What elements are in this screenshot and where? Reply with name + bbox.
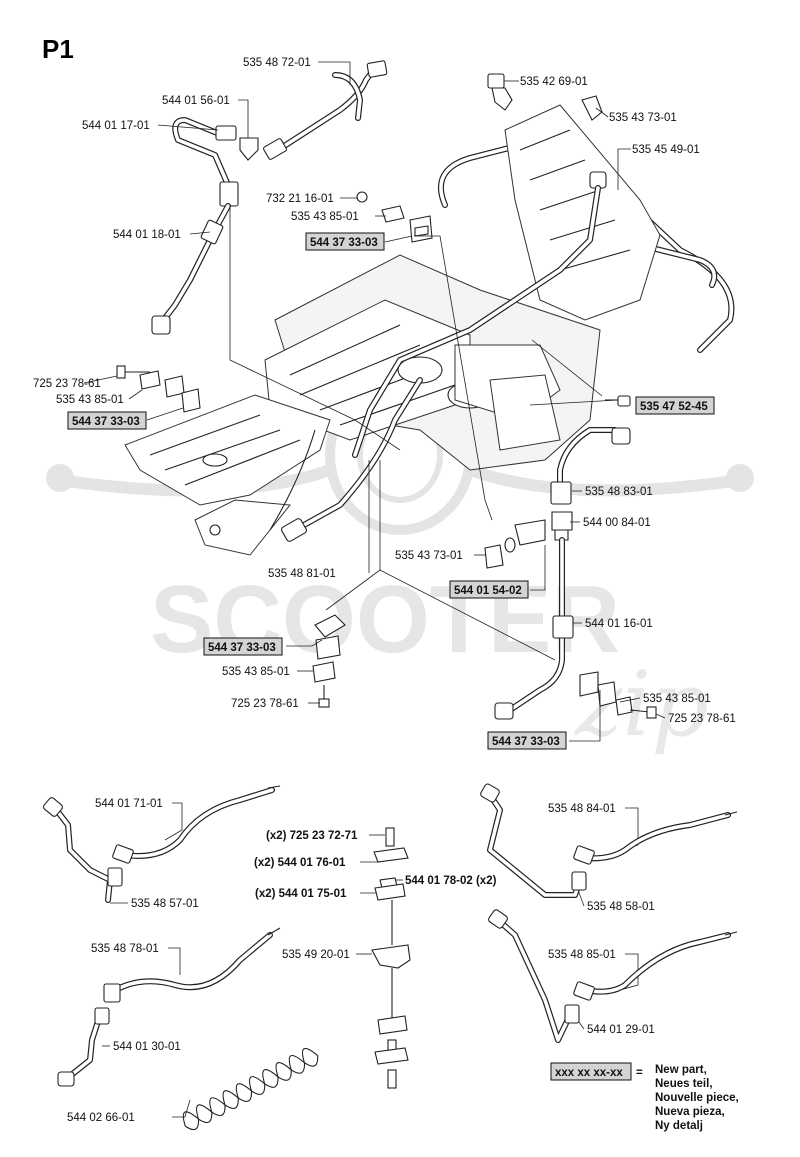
label-725-23-72-71: (x2) 725 23 72-71: [266, 830, 358, 842]
label-535-48-85-01: 535 48 85-01: [548, 949, 616, 961]
label-544-01-17-01: 544 01 17-01: [82, 120, 150, 132]
label-535-48-58-01: 535 48 58-01: [587, 901, 655, 913]
center-hardware-stack: [371, 827, 411, 1089]
bottom-left-hoses: [43, 785, 281, 1087]
label-544-01-78-02: 544 01 78-02 (x2): [405, 875, 497, 887]
label-535-49-20-01: 535 49 20-01: [282, 949, 350, 961]
legend-sample: xxx xx xx-xx: [555, 1067, 623, 1079]
label-544-01-29-01: 544 01 29-01: [587, 1024, 655, 1036]
label-544-01-30-01: 544 01 30-01: [113, 1041, 181, 1053]
watermark-script: zip: [574, 652, 709, 757]
svg-text:535 47 52-45: 535 47 52-45: [640, 401, 708, 413]
label-535-43-85-01-d: 535 43 85-01: [643, 693, 711, 705]
label-535-48-78-01: 535 48 78-01: [91, 943, 159, 955]
label-732-21-16-01: 732 21 16-01: [266, 193, 334, 205]
label-535-43-73-01-mid: 535 43 73-01: [395, 550, 463, 562]
right-side-fittings: [484, 395, 657, 720]
legend: xxx xx xx-xx = New part, Neues teil, Nou…: [550, 1062, 739, 1132]
coil-spring: [182, 1047, 319, 1131]
new-part-box-544-37-33-03-b: 544 37 33-03: [67, 411, 147, 430]
label-535-43-85-01-c: 535 43 85-01: [222, 666, 290, 678]
new-part-box-544-37-33-03-c: 544 37 33-03: [203, 637, 283, 656]
svg-text:544 37 33-03: 544 37 33-03: [492, 736, 560, 748]
middle-clamp-stack: [312, 614, 346, 708]
label-544-01-16-01: 544 01 16-01: [585, 618, 653, 630]
label-544-00-84-01: 544 00 84-01: [583, 517, 651, 529]
legend-line-5: Ny detalj: [655, 1120, 703, 1132]
page-title: P1: [42, 34, 74, 64]
label-725-23-78-61-c: 725 23 78-61: [231, 698, 299, 710]
top-fittings: [352, 73, 607, 458]
label-535-43-73-01-top: 535 43 73-01: [609, 112, 677, 124]
label-544-02-66-01: 544 02 66-01: [67, 1112, 135, 1124]
label-535-48-72-01: 535 48 72-01: [243, 57, 311, 69]
label-725-23-78-61-a: 725 23 78-61: [33, 378, 101, 390]
bottom-right-hoses: [480, 783, 738, 1043]
label-544-01-56-01: 544 01 56-01: [162, 95, 230, 107]
svg-text:544 37 33-03: 544 37 33-03: [208, 642, 276, 654]
legend-line-3: Nouvelle piece,: [655, 1092, 739, 1104]
watermark: SCOOTER zip: [46, 375, 754, 757]
label-535-45-49-01: 535 45 49-01: [632, 144, 700, 156]
legend-sample-box: [550, 1062, 632, 1081]
label-544-01-71-01: 544 01 71-01: [95, 798, 163, 810]
svg-text:544 37 33-03: 544 37 33-03: [310, 237, 378, 249]
svg-text:544 01 54-02: 544 01 54-02: [454, 585, 522, 597]
label-535-48-83-01: 535 48 83-01: [585, 486, 653, 498]
label-535-42-69-01: 535 42 69-01: [520, 76, 588, 88]
label-535-48-81-01: 535 48 81-01: [268, 568, 336, 580]
new-part-box-544-37-33-03-d: 544 37 33-03: [487, 731, 567, 750]
legend-equals: =: [636, 1067, 643, 1079]
legend-line-4: Nueva pieza,: [655, 1106, 725, 1118]
new-part-box-535-47-52-45: 535 47 52-45: [635, 396, 715, 415]
label-544-01-18-01: 544 01 18-01: [113, 229, 181, 241]
new-part-box-544-37-33-03-a: 544 37 33-03: [305, 232, 385, 251]
label-535-48-57-01: 535 48 57-01: [131, 898, 199, 910]
label-535-43-85-01-b: 535 43 85-01: [56, 394, 124, 406]
frame-assembly: [124, 104, 735, 556]
leader-lines: [83, 61, 666, 1118]
callout-labels: 535 48 72-01 544 01 56-01 544 01 17-01 5…: [33, 57, 736, 1124]
label-535-43-85-01-a: 535 43 85-01: [291, 211, 359, 223]
legend-line-1: New part,: [655, 1064, 707, 1076]
new-part-box-544-01-54-02: 544 01 54-02: [449, 580, 529, 599]
label-535-48-84-01: 535 48 84-01: [548, 803, 616, 815]
legend-line-2: Neues teil,: [655, 1078, 713, 1090]
clamp-assemblies: [116, 191, 433, 413]
label-544-01-75-01: (x2) 544 01 75-01: [255, 888, 347, 900]
svg-text:544 37 33-03: 544 37 33-03: [72, 416, 140, 428]
label-544-01-76-01: (x2) 544 01 76-01: [254, 857, 346, 869]
label-725-23-78-61-d: 725 23 78-61: [668, 713, 736, 725]
